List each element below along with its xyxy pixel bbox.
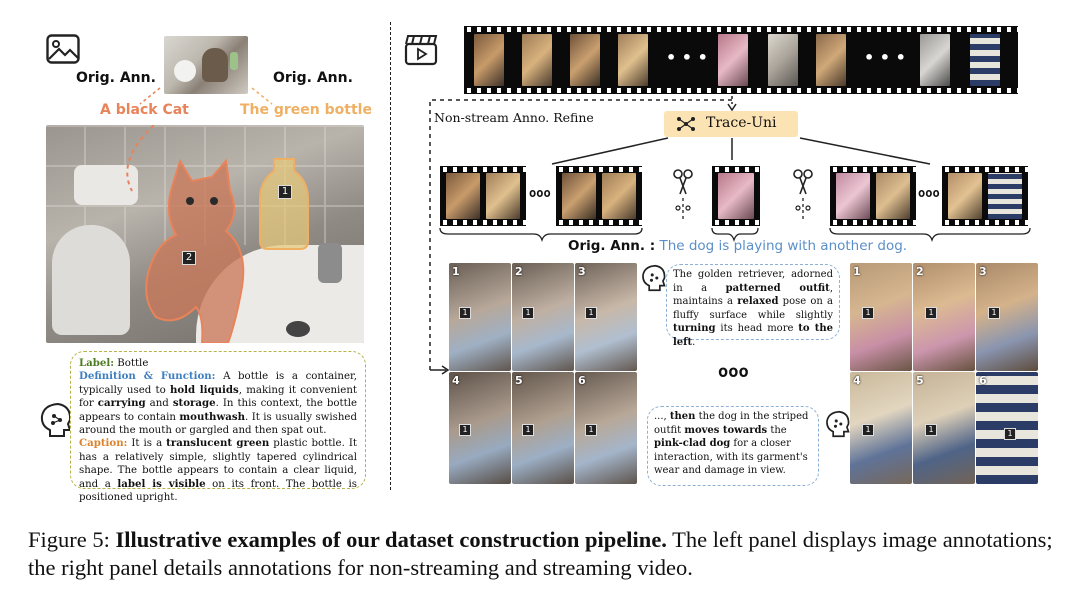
caption-bold: label is visible bbox=[117, 477, 206, 490]
grid-right-num: 5 bbox=[916, 374, 924, 387]
network-icon bbox=[677, 117, 695, 131]
grid-right-num: 3 bbox=[979, 265, 987, 278]
annotation-box: Label: Bottle Definition & Function: A b… bbox=[70, 351, 366, 503]
orig-ann-left: Orig. Ann. bbox=[76, 70, 156, 86]
clip-strip-2 bbox=[556, 166, 642, 226]
middle-dots: ooo bbox=[718, 362, 749, 382]
bubble-text: for a closer interaction, with its garme… bbox=[654, 438, 808, 477]
mask-label-1: 1 bbox=[278, 185, 292, 199]
clip-strip-4 bbox=[830, 166, 916, 226]
video-orig-ann-key: Orig. Ann. : bbox=[568, 238, 656, 254]
definition-text: . In this context, the bottle appears to… bbox=[79, 398, 358, 423]
bubble-bold: patterned outfit bbox=[725, 282, 830, 294]
caption-key: Caption: bbox=[79, 437, 128, 450]
caption-bubble-top: The golden retriever, adorned in a patte… bbox=[666, 264, 840, 348]
grid-right-num: 4 bbox=[853, 374, 861, 387]
top-film-strip: • • • • • • bbox=[464, 26, 1018, 94]
panel-divider bbox=[390, 22, 391, 490]
bubble-bold: moves towards bbox=[684, 424, 768, 436]
thumbnail-arrows bbox=[139, 87, 273, 105]
video-clapper-icon bbox=[404, 35, 438, 66]
bubble-text: ..., bbox=[654, 411, 670, 422]
video-orig-ann: Orig. Ann. : The dog is playing with ano… bbox=[568, 238, 907, 254]
bubble-text: pose on a fluffy surface while slightly bbox=[673, 296, 834, 321]
clip-dots-1: ooo bbox=[529, 186, 551, 200]
bubble-text: The golden retriever, adorned in a bbox=[673, 269, 833, 294]
ann-cat: A black Cat bbox=[100, 102, 189, 118]
bubble-text: the dog in the striped outfit bbox=[654, 411, 809, 436]
pipeline-connectors bbox=[429, 96, 931, 375]
bubble-bold: to the left bbox=[673, 323, 833, 348]
bubble-bold: turning bbox=[673, 323, 716, 335]
bubble-text: . bbox=[692, 336, 696, 348]
grid-left-num: 6 bbox=[578, 374, 586, 387]
segmentation-photo: 1 2 bbox=[46, 125, 364, 343]
bubble-text: its head more bbox=[715, 323, 799, 335]
caption-rest: The left panel displays image annotation… bbox=[28, 527, 1053, 580]
film-dots-1: • • • bbox=[666, 48, 708, 67]
non-stream-label: Non-stream Anno. Refine bbox=[434, 110, 594, 125]
ai-brain-icon bbox=[40, 402, 72, 437]
definition-text: and bbox=[145, 398, 173, 410]
grid-left-num: 3 bbox=[578, 265, 586, 278]
grid-left-num: 5 bbox=[515, 374, 523, 387]
label-value: Bottle bbox=[117, 358, 149, 369]
definition-text: , making it convenient for bbox=[79, 384, 357, 410]
grid-left-num: 2 bbox=[515, 265, 523, 278]
clip-strip-1 bbox=[440, 166, 526, 226]
thumbnail-image bbox=[164, 36, 248, 94]
label-key: Label: bbox=[79, 357, 114, 369]
figure-caption: Figure 5: Illustrative examples of our d… bbox=[28, 526, 1058, 582]
caption-text: It is a bbox=[131, 438, 167, 450]
image-icon bbox=[46, 34, 80, 64]
orig-ann-right: Orig. Ann. bbox=[273, 70, 353, 86]
trace-uni-label: Trace-Uni bbox=[706, 115, 777, 131]
definition-bold: hold liquids bbox=[169, 383, 239, 396]
caption-bubble-bottom: ..., then the dog in the striped outfit … bbox=[647, 406, 819, 486]
scissors-icon bbox=[673, 169, 693, 220]
caption-bold: Illustrative examples of our dataset con… bbox=[115, 527, 667, 552]
trace-uni-box: Trace-Uni bbox=[664, 111, 798, 137]
caption-text: plastic bottle. It has a relatively simp… bbox=[79, 438, 357, 490]
definition-bold: carrying bbox=[97, 397, 146, 410]
clip-strip-3 bbox=[712, 166, 760, 226]
bubble-text: , maintains a bbox=[673, 282, 833, 308]
definition-text: A bottle is a container, typically used … bbox=[79, 371, 357, 396]
definition-bold: mouthwash bbox=[179, 410, 245, 423]
clip-braces bbox=[439, 227, 1031, 242]
clip-strip-5 bbox=[942, 166, 1028, 226]
caption-text: on its front. The bottle is positioned u… bbox=[79, 478, 358, 504]
caption-prefix: Figure 5: bbox=[28, 527, 116, 552]
mask-label-2: 2 bbox=[182, 251, 196, 265]
scissors-icon bbox=[793, 169, 813, 220]
caption-bold: translucent green bbox=[166, 437, 270, 450]
bubble-bold: relaxed bbox=[737, 296, 779, 308]
grid-right-num: 2 bbox=[916, 265, 924, 278]
grid-left-num: 1 bbox=[452, 265, 460, 278]
definition-text: . It is usually swished around the mouth… bbox=[79, 411, 357, 437]
grid-left-num: 4 bbox=[452, 374, 460, 387]
clip-dots-2: ooo bbox=[918, 186, 940, 200]
video-orig-ann-value: The dog is playing with another dog. bbox=[659, 238, 908, 254]
bubble-bold: then bbox=[669, 411, 696, 422]
bubble-text: the bbox=[767, 424, 787, 436]
grid-right-num: 6 bbox=[979, 374, 987, 387]
film-dots-2: • • • bbox=[864, 48, 906, 67]
bubble-bold: pink-clad dog bbox=[654, 438, 731, 450]
definition-bold: storage bbox=[172, 397, 216, 410]
grid-right-num: 1 bbox=[853, 265, 861, 278]
ann-bottle: The green bottle bbox=[240, 102, 372, 118]
ai-brain-icon bbox=[642, 264, 666, 292]
definition-key: Definition & Function: bbox=[79, 370, 216, 383]
ai-brain-icon bbox=[826, 410, 850, 438]
